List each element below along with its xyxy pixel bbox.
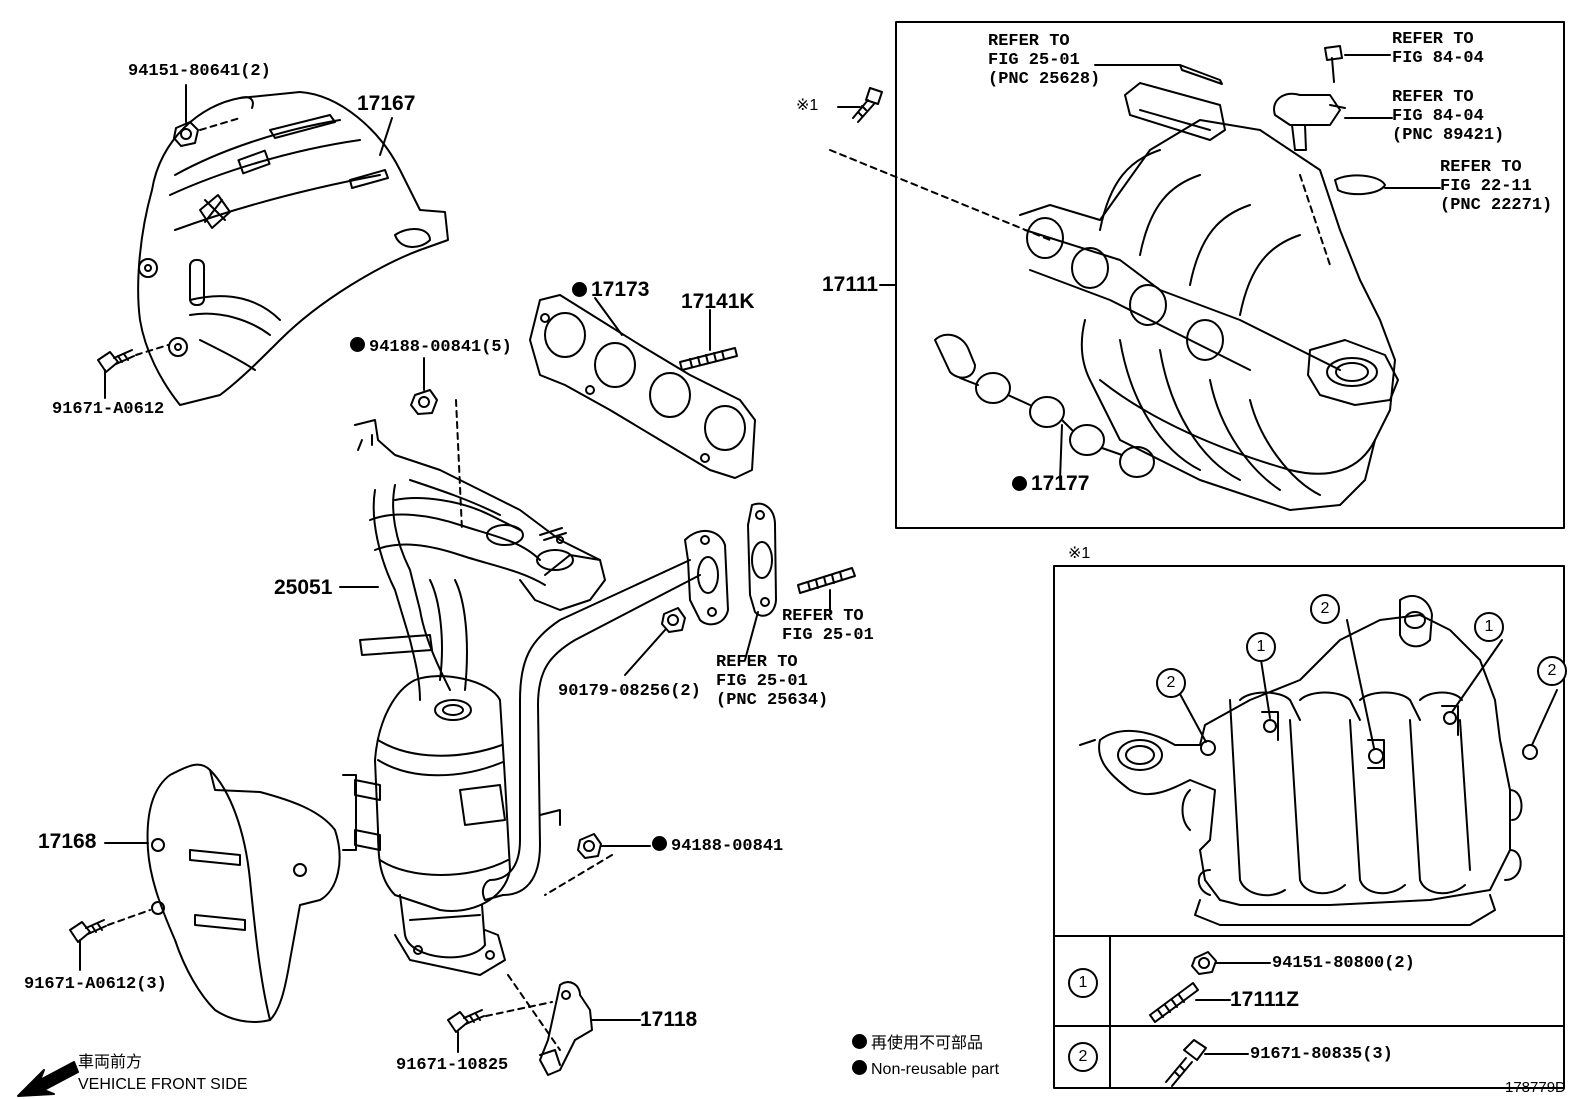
label-91671-10825[interactable]: 91671-10825 (396, 1056, 509, 1075)
legend-non-reusable-jp: 再使用不可部品 (852, 1034, 983, 1053)
heat-insulator-lower-drawing (146, 763, 341, 1023)
label-90179-08256[interactable]: 90179-08256(2) (558, 682, 701, 701)
bracket-drawing (539, 981, 593, 1076)
callout-1-b: 1 (1474, 612, 1504, 642)
legend-non-reusable-en: Non-reusable part (852, 1060, 999, 1079)
legend-dot-en (852, 1060, 867, 1075)
manifold-bolt-drawing (852, 87, 883, 123)
dipstick-drawing (1179, 64, 1223, 85)
nut-drawing-2 (410, 389, 438, 415)
row-callout-2: 2 (1068, 1042, 1098, 1072)
sensor-drawing (1273, 92, 1346, 151)
label-17141K[interactable]: 17141K (681, 290, 755, 313)
heat-insulator-upper-drawing (137, 91, 449, 406)
intake-manifold-drawing (1019, 82, 1399, 511)
label-94151-80800[interactable]: 94151-80800(2) (1272, 954, 1415, 973)
label-91671-80835[interactable]: 91671-80835(3) (1250, 1045, 1393, 1064)
label-17111Z[interactable]: 17111Z (1230, 988, 1299, 1011)
bolt-drawing-2 (69, 919, 107, 943)
label-17177[interactable]: 17177 (1012, 472, 1089, 496)
label-91671-A0612[interactable]: 91671-A0612 (52, 400, 165, 419)
label-17111[interactable]: 17111 (822, 273, 879, 296)
label-94188-00841[interactable]: 94188-00841 (652, 836, 783, 856)
label-17118[interactable]: 17118 (640, 1008, 698, 1031)
refer-fig-25-01-stud[interactable]: REFER TO FIG 25-01 (782, 607, 874, 645)
front-label-jp: 車両前方 (78, 1054, 143, 1071)
front-direction-arrow (17, 1061, 79, 1097)
nut-drawing-3 (661, 607, 686, 633)
stud-drawing (679, 347, 738, 371)
callout-1-a: 1 (1246, 632, 1276, 662)
bolt-order-detail-drawing (1079, 595, 1538, 926)
intake-gasket-drawing (934, 333, 1155, 478)
pipe-gasket-drawing (747, 502, 777, 617)
label-25051[interactable]: 25051 (274, 576, 333, 599)
detail-stud-drawing (1149, 982, 1199, 1023)
non-reusable-dot (572, 282, 587, 297)
refer-fig-22-11-pnc-22271[interactable]: REFER TO FIG 22-11 (PNC 22271) (1440, 158, 1553, 215)
bolt-drawing-3 (447, 1009, 485, 1033)
nut-drawing-1 (173, 121, 199, 147)
nut-drawing-4 (577, 833, 602, 859)
bolt-detail-frame (1053, 565, 1565, 1089)
exhaust-gasket-drawing (529, 294, 756, 479)
label-94151-80641[interactable]: 94151-80641(2) (128, 62, 271, 81)
callout-2-c: 2 (1537, 656, 1567, 686)
label-17173[interactable]: 17173 (572, 278, 649, 302)
non-reusable-dot (1012, 476, 1027, 491)
label-17167[interactable]: 17167 (357, 92, 416, 115)
detail-bolt-drawing (1165, 1039, 1207, 1087)
non-reusable-dot (652, 836, 667, 851)
gasket-ring-drawing (1334, 174, 1386, 196)
front-label-en: VEHICLE FRONT SIDE (78, 1076, 248, 1093)
refer-fig-84-04-pnc-89421[interactable]: REFER TO FIG 84-04 (PNC 89421) (1392, 88, 1505, 145)
bolt-drawing-1 (97, 349, 135, 373)
intake-manifold-frame (895, 21, 1565, 529)
detail-mark-1: ※1 (1068, 545, 1091, 562)
callout-2-a: 2 (1310, 594, 1340, 624)
stud-drawing-2 (797, 567, 856, 594)
exhaust-manifold-drawing (342, 419, 729, 976)
refer-fig-25-01-pnc-25628[interactable]: REFER TO FIG 25-01 (PNC 25628) (988, 32, 1101, 89)
note-mark-1: ※1 (796, 97, 819, 114)
diagram-id: 178779D (1505, 1079, 1566, 1096)
label-17168[interactable]: 17168 (38, 830, 97, 853)
detail-nut-drawing (1191, 951, 1217, 975)
refer-fig-84-04[interactable]: REFER TO FIG 84-04 (1392, 30, 1484, 68)
label-94188-00841-5[interactable]: 94188-00841(5) (350, 337, 512, 357)
refer-fig-25-01-gasket[interactable]: REFER TO FIG 25-01 (PNC 25634) (716, 653, 829, 710)
callout-2-b: 2 (1156, 668, 1186, 698)
label-91671-A0612-3[interactable]: 91671-A0612(3) (24, 975, 167, 994)
row-callout-1: 1 (1068, 968, 1098, 998)
non-reusable-dot (350, 337, 365, 352)
legend-dot-jp (852, 1034, 867, 1049)
screw-drawing (1324, 45, 1343, 83)
